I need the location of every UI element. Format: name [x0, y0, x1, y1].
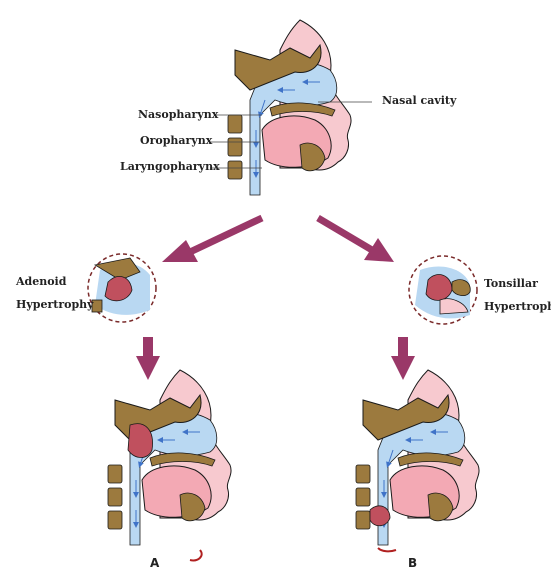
- jaw-rotation-arrow-a: [190, 550, 202, 560]
- label-tonsillar-line2: Hypertrophy: [484, 295, 551, 318]
- arrow-down-a: [136, 337, 160, 380]
- arrow-to-adenoid: [162, 218, 262, 262]
- label-adenoid-hypertrophy: Adenoid Hypertrophy: [16, 270, 94, 316]
- arrow-down-b: [391, 337, 415, 380]
- jaw-rotation-arrow-b: [378, 548, 396, 551]
- label-nasal-cavity: Nasal cavity: [382, 94, 456, 107]
- caption-b: B: [408, 556, 417, 570]
- tonsillar-hypertrophy-result-illustration: [356, 370, 479, 545]
- adenoid-detail-circle: [88, 254, 156, 322]
- arrow-to-tonsillar: [318, 218, 394, 262]
- caption-a: A: [150, 556, 159, 570]
- normal-airway-illustration: [228, 20, 351, 195]
- label-adenoid-line1: Adenoid: [16, 270, 94, 293]
- label-adenoid-line2: Hypertrophy: [16, 293, 94, 316]
- label-oropharynx: Oropharynx: [140, 134, 212, 147]
- label-tonsillar-line1: Tonsillar: [484, 272, 551, 295]
- label-laryngopharynx: Laryngopharynx: [120, 160, 220, 173]
- tonsillar-detail-circle: [409, 256, 477, 324]
- label-tonsillar-hypertrophy: Tonsillar Hypertrophy: [484, 272, 551, 318]
- label-nasopharynx: Nasopharynx: [138, 108, 218, 121]
- adenoid-hypertrophy-result-illustration: [108, 370, 231, 545]
